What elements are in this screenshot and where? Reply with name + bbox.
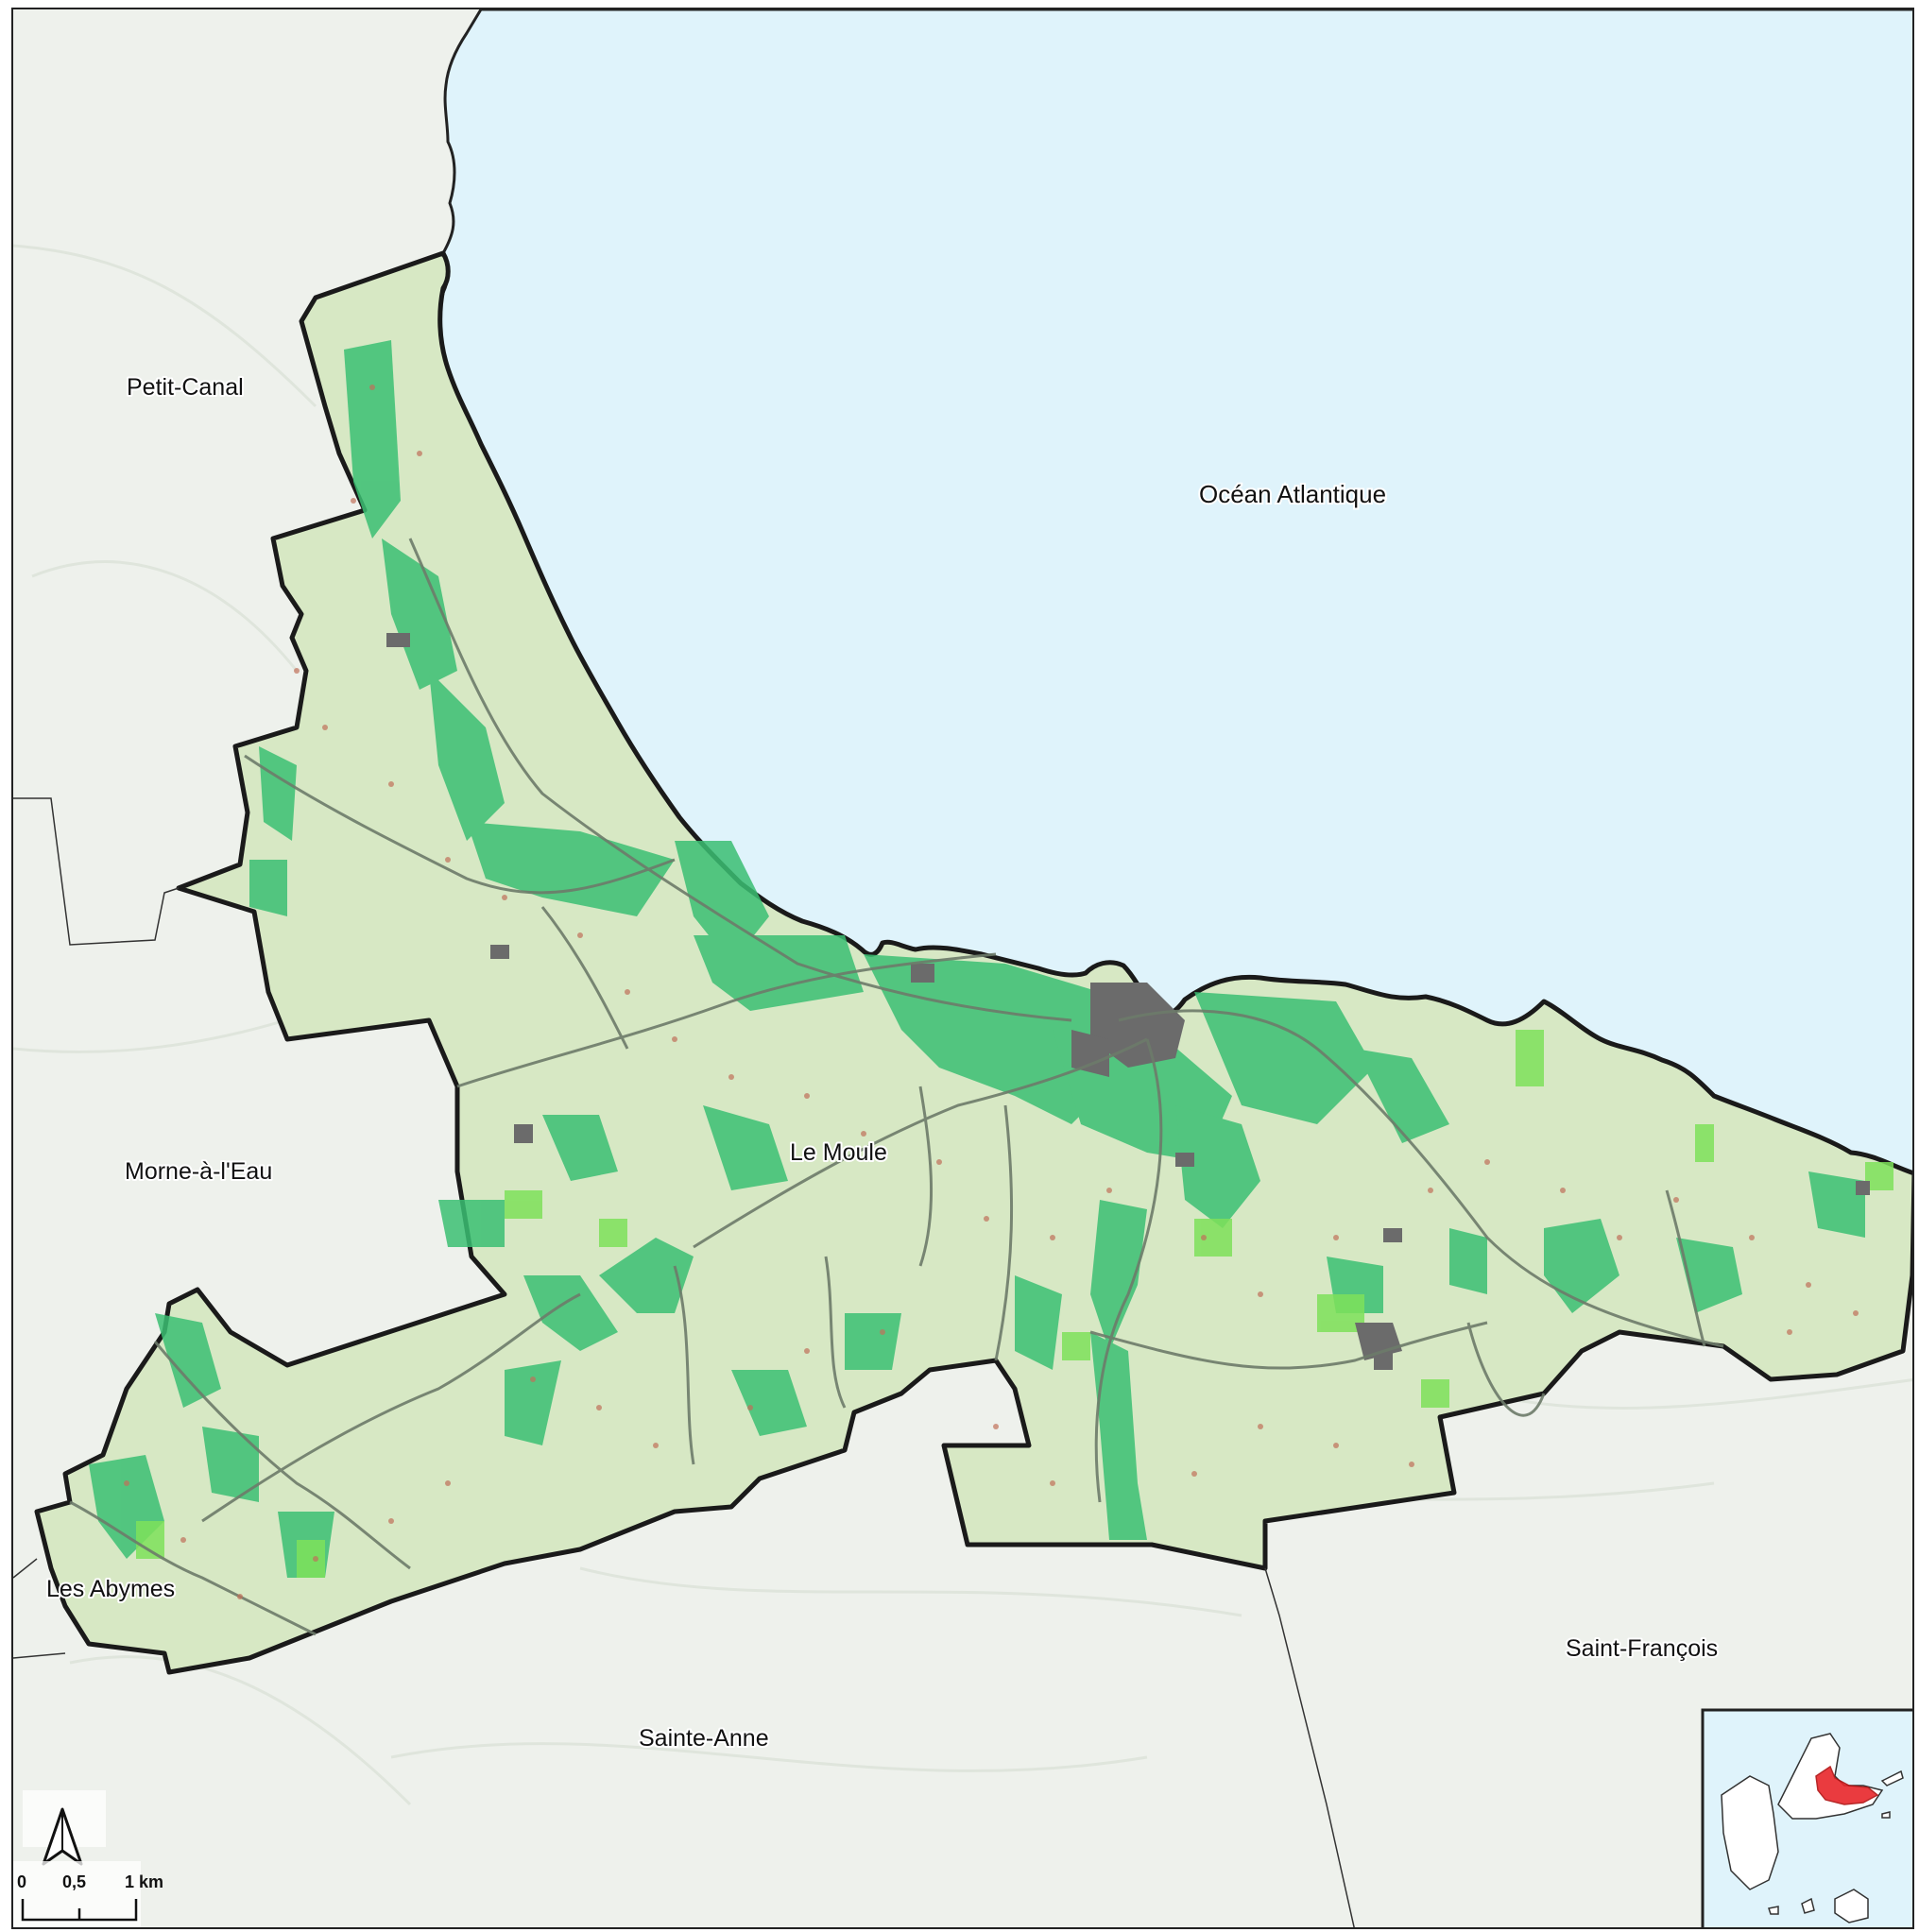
label-le-moule: Le Moule xyxy=(790,1139,887,1166)
map-canvas[interactable]: Océan Atlantique Petit-Canal Morne-à-l'E… xyxy=(13,9,1914,1929)
main-roads xyxy=(69,538,1724,1636)
inset-highlight xyxy=(1815,1765,1879,1805)
ocean-label: Océan Atlantique xyxy=(1199,480,1386,508)
scattered-points xyxy=(124,385,1859,1599)
label-sainte-anne: Sainte-Anne xyxy=(639,1725,769,1752)
label-saint-francois: Saint-François xyxy=(1566,1635,1718,1662)
scale-tick-mid: 0,5 xyxy=(62,1872,86,1891)
neighbour-boundaries xyxy=(13,797,1355,1927)
inset-locator-map[interactable] xyxy=(1701,1708,1914,1929)
label-les-abymes: Les Abymes xyxy=(46,1576,175,1602)
scale-tick-0: 0 xyxy=(17,1872,26,1891)
scale-bar: 0 0,5 1 km xyxy=(13,1861,163,1927)
built-up-areas xyxy=(386,633,1870,1370)
label-morne-a-leau: Morne-à-l'Eau xyxy=(125,1158,272,1185)
vegetation-dark xyxy=(89,340,1865,1578)
scale-tick-end: 1 km xyxy=(125,1872,163,1891)
map-frame[interactable]: Océan Atlantique Petit-Canal Morne-à-l'E… xyxy=(11,8,1914,1929)
north-arrow-icon xyxy=(23,1790,106,1866)
label-petit-canal: Petit-Canal xyxy=(127,374,244,401)
vegetation-light xyxy=(136,1030,1893,1578)
